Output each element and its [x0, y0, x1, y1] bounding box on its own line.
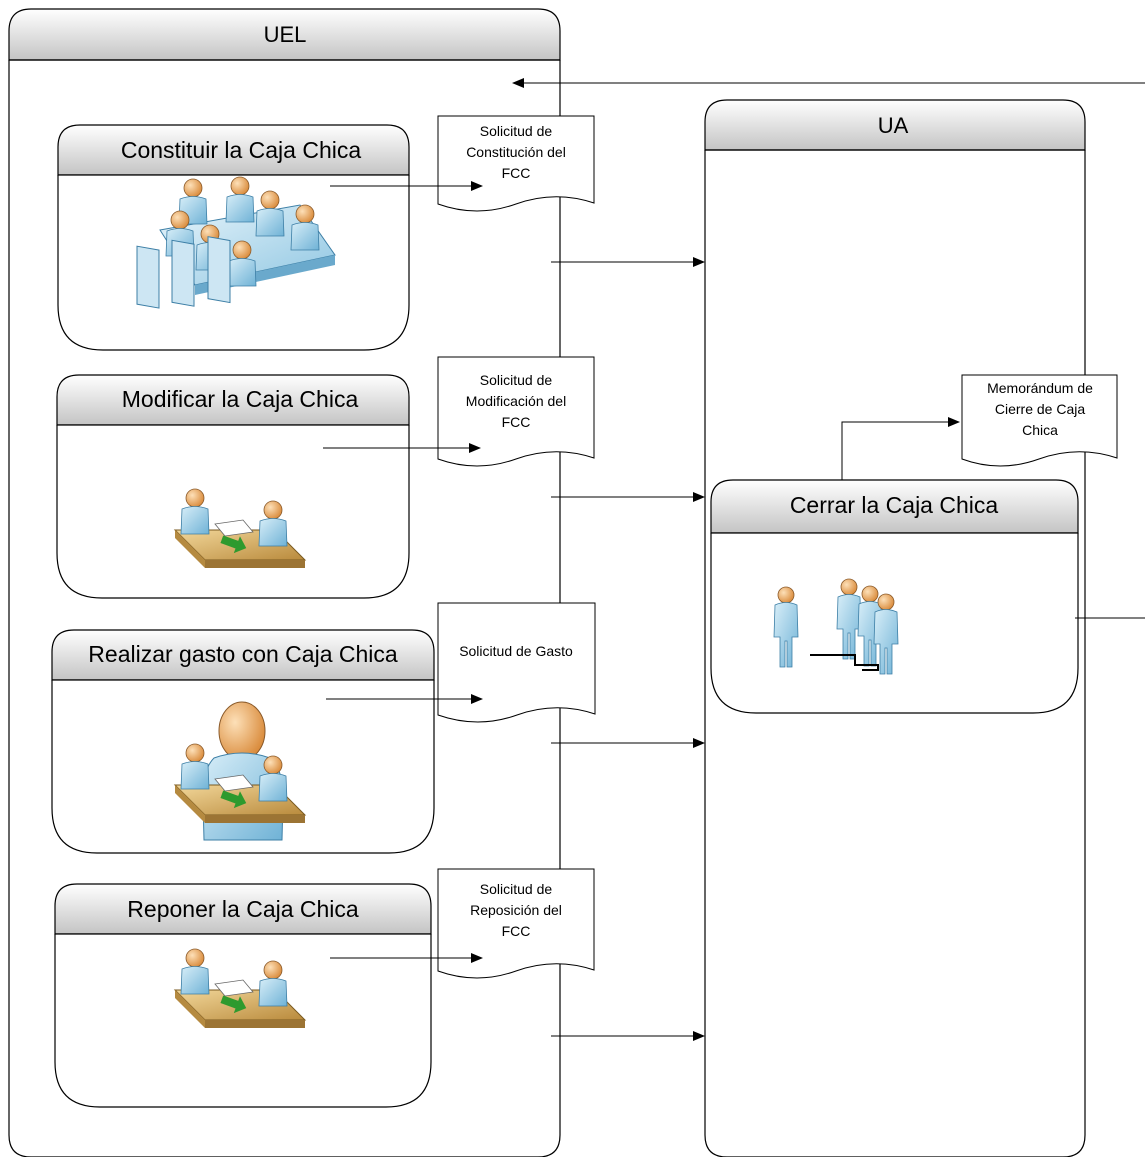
document-line: FCC — [502, 165, 531, 181]
process-title-modificar: Modificar la Caja Chica — [122, 386, 359, 412]
process-box-constituir[interactable]: Constituir la Caja Chica — [57, 124, 410, 351]
connectors — [323, 78, 1145, 1041]
document-line: Solicitud de Gasto — [459, 643, 573, 659]
document-line: FCC — [502, 414, 531, 430]
document-reposicion: Solicitud de Reposición del FCC — [437, 868, 595, 979]
process-title-cerrar: Cerrar la Caja Chica — [790, 492, 999, 518]
document-line: Solicitud de — [480, 123, 553, 139]
lane-title-uel: UEL — [264, 22, 307, 47]
document-line: Constitución del — [466, 144, 566, 160]
lane-uel: UEL — [8, 8, 561, 1157]
document-memorandum: Memorándum de Cierre de Caja Chica — [961, 374, 1118, 467]
document-line: Solicitud de — [480, 881, 553, 897]
document-gasto: Solicitud de Gasto — [437, 602, 596, 723]
document-line: Chica — [1022, 422, 1058, 438]
process-box-modificar[interactable]: Modificar la Caja Chica — [56, 374, 410, 599]
document-line: Reposición del — [470, 902, 562, 918]
document-modificacion: Solicitud de Modificación del FCC — [437, 356, 595, 467]
document-line: Modificación del — [466, 393, 566, 409]
lane-title-ua: UA — [878, 113, 909, 138]
document-line: FCC — [502, 923, 531, 939]
process-title-reponer: Reponer la Caja Chica — [127, 896, 359, 922]
meeting-table-icon — [136, 176, 336, 309]
document-line: Solicitud de — [480, 372, 553, 388]
arrow-cerrar-to-memorandum — [841, 417, 960, 480]
document-line: Cierre de Caja — [995, 401, 1085, 417]
document-line: Memorándum de — [987, 380, 1093, 396]
lane-ua: UA — [704, 99, 1086, 1157]
desk-handover-icon — [175, 949, 305, 1028]
process-title-constituir: Constituir la Caja Chica — [121, 137, 362, 163]
process-box-cerrar[interactable]: Cerrar la Caja Chica — [710, 479, 1079, 714]
group-people-icon — [773, 578, 899, 675]
process-title-realizar: Realizar gasto con Caja Chica — [88, 641, 398, 667]
